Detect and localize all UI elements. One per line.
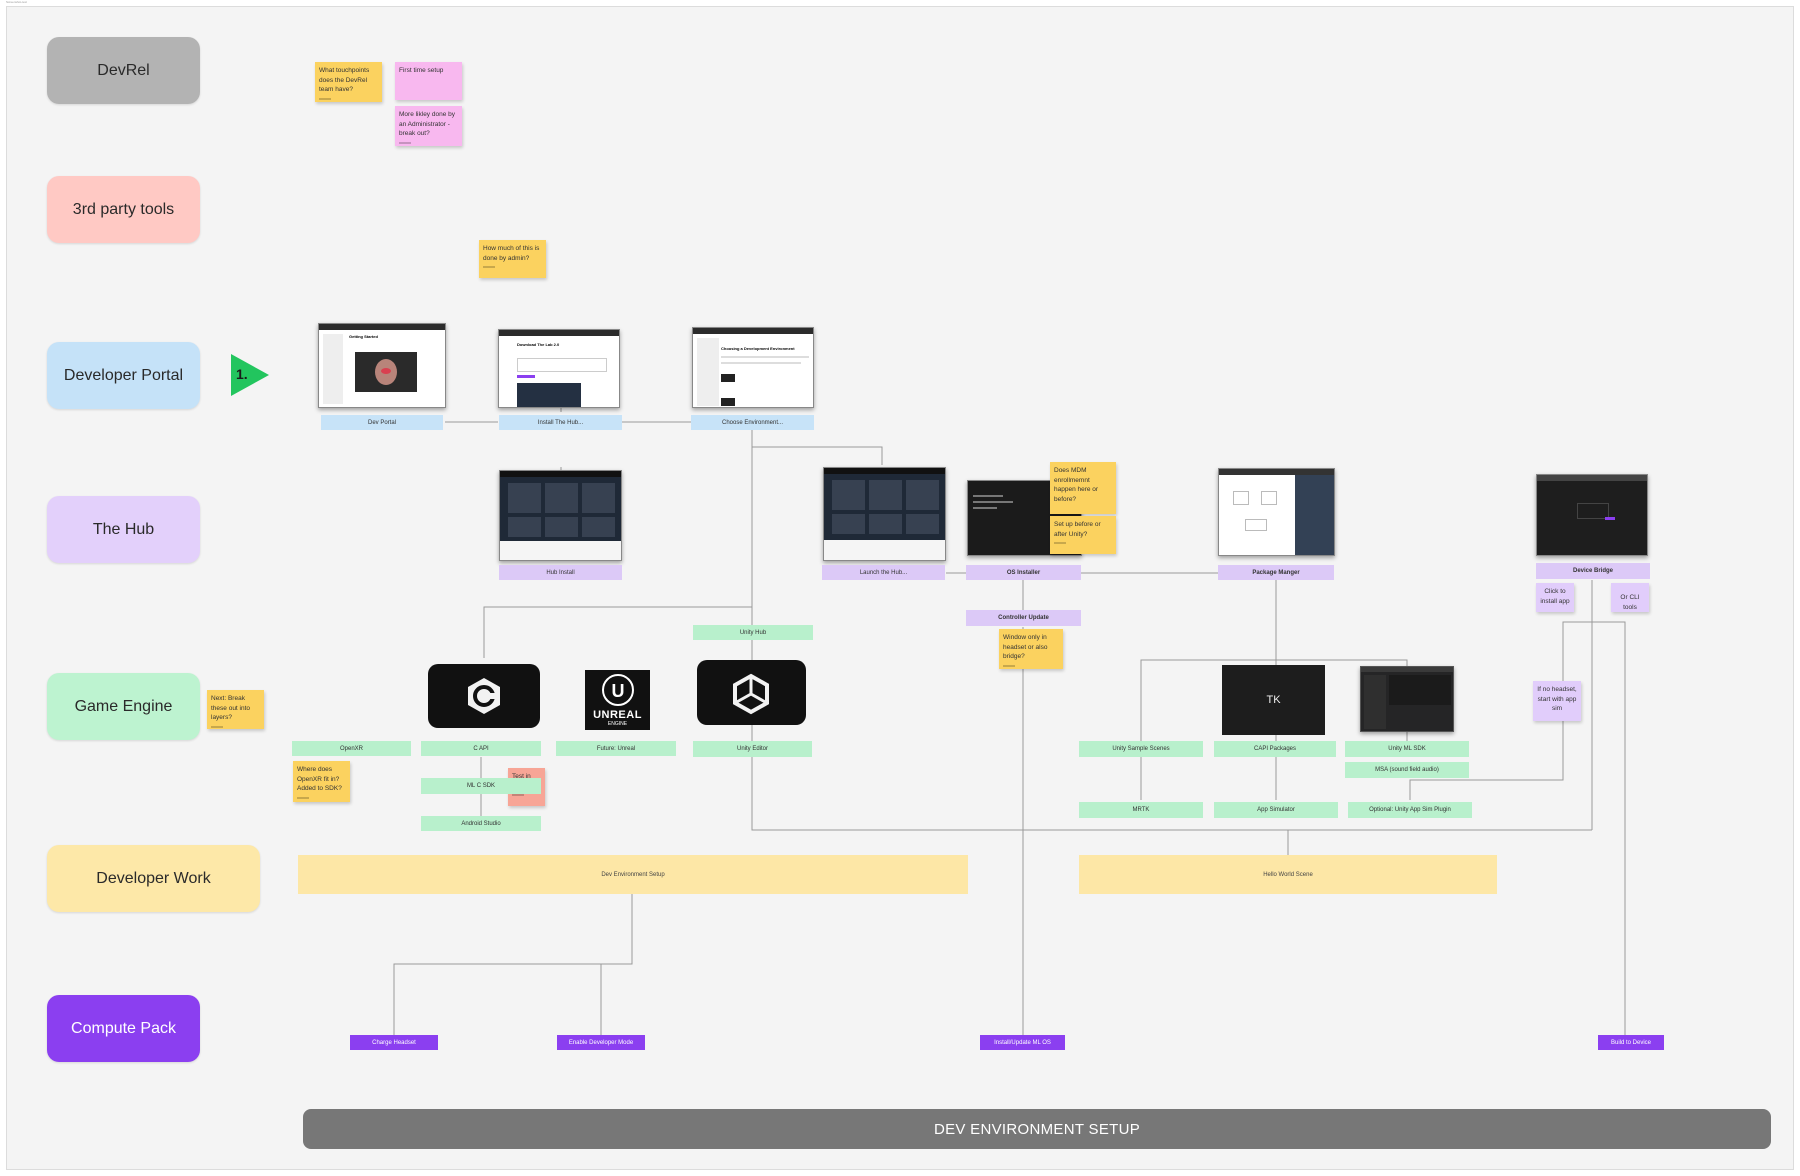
node-capi-packages[interactable]: CAPI Packages <box>1214 741 1336 757</box>
node-build-to-device[interactable]: Build to Device <box>1598 1035 1664 1050</box>
lane-game-engine: Game Engine <box>47 673 200 740</box>
connector-line <box>1140 580 1277 741</box>
node-mrtk[interactable]: MRTK <box>1079 802 1203 818</box>
sticky-window-only[interactable]: Window only in headset or also bridge? <box>999 629 1063 669</box>
screenshot-package-manager[interactable] <box>1218 468 1335 556</box>
tile-c-api[interactable] <box>428 664 540 728</box>
node-optional-unity-app-sim-plugin[interactable]: Optional: Unity App Sim Plugin <box>1348 802 1472 818</box>
node-app-simulator[interactable]: App Simulator <box>1214 802 1338 818</box>
footer-section-title: DEV ENVIRONMENT SETUP <box>303 1109 1771 1149</box>
node-package-manager[interactable]: Package Manger <box>1218 565 1334 580</box>
connector-line <box>1592 621 1626 1035</box>
node-c-api[interactable]: C API <box>421 741 541 756</box>
node-hub-install[interactable]: Hub Install <box>499 565 622 580</box>
node-unity-editor[interactable]: Unity Editor <box>693 741 812 757</box>
node-device-bridge[interactable]: Device Bridge <box>1536 563 1650 579</box>
node-enable-developer-mode[interactable]: Enable Developer Mode <box>557 1035 645 1050</box>
connector-line <box>751 430 1592 831</box>
sticky-click-install-app[interactable]: Click to install app <box>1536 583 1574 612</box>
sticky-cli-tools[interactable]: Or CLI tools <box>1611 583 1649 612</box>
sticky-setup-before[interactable]: Set up before or after Unity? <box>1050 516 1116 554</box>
lane-the-hub: The Hub <box>47 496 200 563</box>
screenshot-unity-ml-sdk[interactable] <box>1360 666 1454 732</box>
node-msa[interactable]: MSA (sound field audio) <box>1345 762 1469 778</box>
c-plus-plus-icon <box>468 678 500 714</box>
screenshot-choose-environment[interactable]: Choosing a Development Environment <box>692 327 814 408</box>
node-install-update-ml-os[interactable]: Install/Update ML OS <box>980 1035 1065 1050</box>
node-dev-environment-setup[interactable]: Dev Environment Setup <box>298 855 968 894</box>
lane-devrel: DevRel <box>47 37 200 104</box>
node-charge-headset[interactable]: Charge Headset <box>350 1035 438 1050</box>
sticky-openxr-fit[interactable]: Where does OpenXR fit in? Added to SDK? <box>293 761 350 802</box>
node-launch-hub[interactable]: Launch the Hub... <box>822 565 945 580</box>
node-openxr[interactable]: OpenXR <box>292 741 411 756</box>
connector-line <box>483 606 752 658</box>
screenshot-hub-install[interactable] <box>499 470 622 561</box>
node-android-studio[interactable]: Android Studio <box>421 816 541 831</box>
screenshot-launch-hub[interactable] <box>823 467 946 561</box>
connector-line <box>600 963 632 1035</box>
sticky-first-time-setup[interactable]: First time setup <box>395 62 462 100</box>
node-controller-update[interactable]: Controller Update <box>966 610 1081 626</box>
screenshot-install-hub[interactable]: Download The Lab 2.0 <box>498 329 620 408</box>
sticky-no-headset[interactable]: If no headset, start with app sim <box>1533 681 1581 721</box>
connector-line <box>752 446 883 465</box>
node-unity-ml-sdk[interactable]: Unity ML SDK <box>1345 741 1469 757</box>
sticky-how-much-admin[interactable]: How much of this is done by admin? <box>479 240 546 278</box>
connector-line <box>1409 621 1592 800</box>
sticky-touchpoints[interactable]: What touchpoints does the DevRel team ha… <box>315 62 382 102</box>
unity-logo-icon <box>733 673 769 715</box>
lane-third-party-tools: 3rd party tools <box>47 176 200 243</box>
lane-developer-portal: Developer Portal <box>47 342 200 409</box>
board-corner-label: Screenshot-text <box>6 0 28 4</box>
start-marker-icon <box>231 354 269 396</box>
lane-compute-pack: Compute Pack <box>47 995 200 1062</box>
whiteboard-canvas <box>6 6 1794 1170</box>
screenshot-dev-portal[interactable]: Getting Started <box>318 323 446 408</box>
node-os-installer[interactable]: OS Installer <box>966 565 1081 580</box>
sticky-mdm[interactable]: Does MDM enrollmemnt happen here or befo… <box>1050 462 1116 514</box>
node-install-hub[interactable]: Install The Hub... <box>499 415 622 430</box>
svg-text:U: U <box>612 681 625 701</box>
unreal-logo-icon: U <box>602 674 634 706</box>
node-unity-sample-scenes[interactable]: Unity Sample Scenes <box>1079 741 1203 757</box>
screenshot-device-bridge[interactable] <box>1536 474 1648 556</box>
sticky-break-out-layers[interactable]: Next: Break these out into layers? <box>207 690 264 729</box>
node-unity-hub[interactable]: Unity Hub <box>693 625 813 640</box>
connector-line <box>393 894 633 1035</box>
sticky-administrator[interactable]: More likley done by an Administrator - b… <box>395 106 462 146</box>
lane-developer-work: Developer Work <box>47 845 260 912</box>
tile-unreal[interactable]: U UNREAL ENGINE <box>585 670 650 730</box>
start-marker-label: 1. <box>236 366 248 382</box>
node-future-unreal[interactable]: Future: Unreal <box>556 741 676 756</box>
node-ml-c-sdk[interactable]: ML C SDK <box>421 778 541 794</box>
node-choose-environment[interactable]: Choose Environment... <box>691 415 814 430</box>
tile-capi-packages[interactable]: TK <box>1222 665 1325 735</box>
node-hello-world-scene[interactable]: Hello World Scene <box>1079 855 1497 894</box>
node-dev-portal[interactable]: Dev Portal <box>321 415 443 430</box>
tile-unity[interactable] <box>697 660 806 725</box>
